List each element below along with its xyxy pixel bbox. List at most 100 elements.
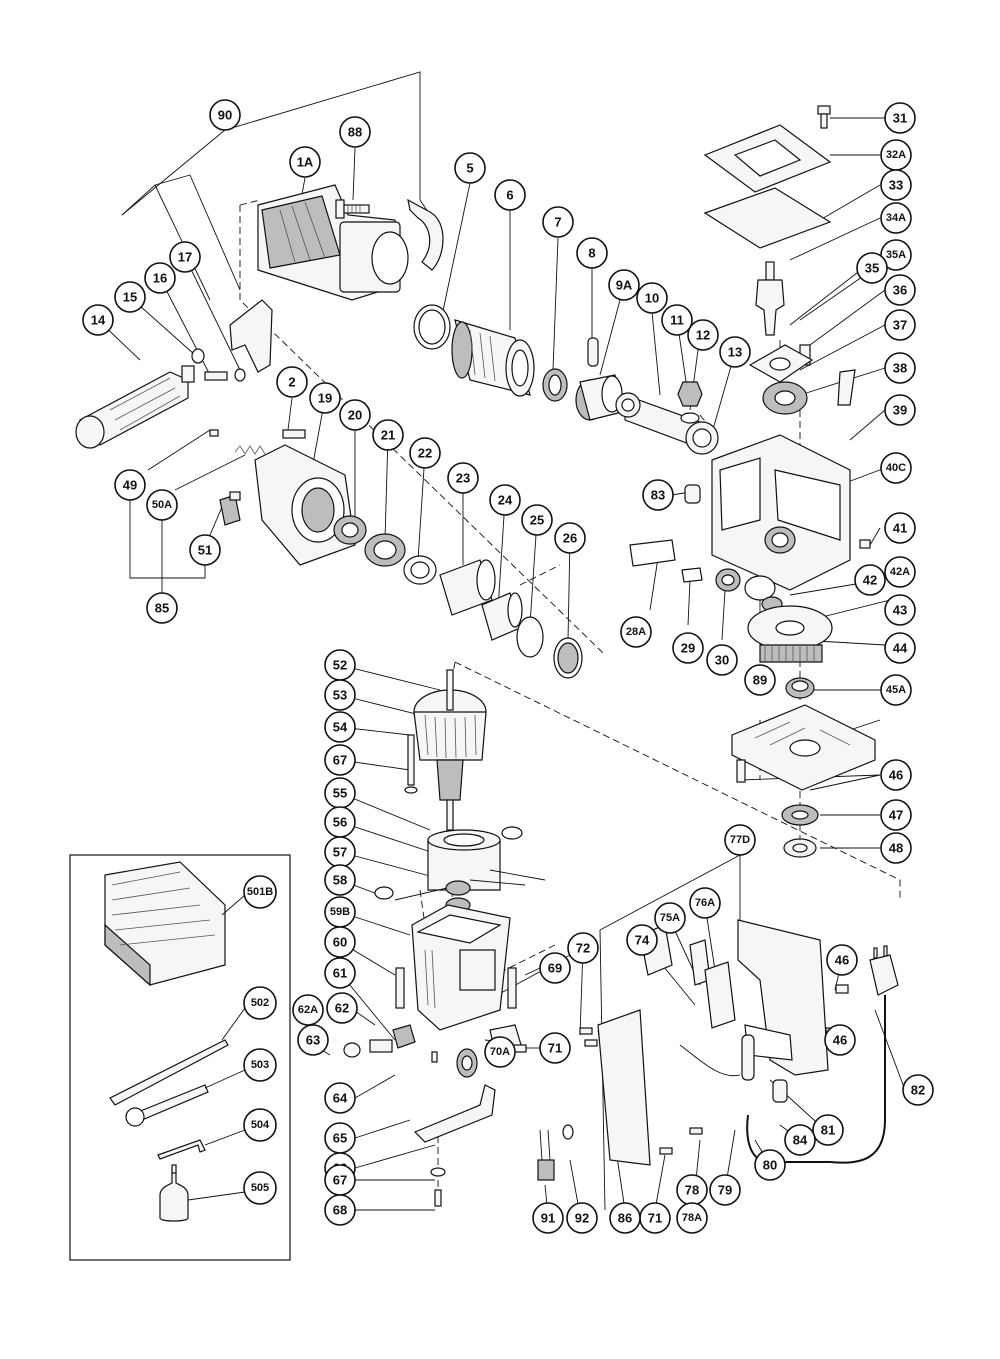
svg-text:68: 68 xyxy=(333,1203,347,1218)
cylinder-block-19-part xyxy=(254,444,356,566)
callout-46-mid: 46 xyxy=(826,944,858,976)
svg-text:64: 64 xyxy=(333,1091,348,1106)
svg-text:29: 29 xyxy=(681,641,695,656)
callout-67-top: 67 xyxy=(324,744,356,776)
gasket-33-part xyxy=(703,187,832,249)
callout-80: 80 xyxy=(754,1149,786,1181)
svg-text:59B: 59B xyxy=(330,906,350,918)
callout-83: 83 xyxy=(642,479,674,511)
callout-75A: 75A xyxy=(654,902,686,934)
svg-text:502: 502 xyxy=(251,997,269,1009)
callout-67-bottom: 67 xyxy=(324,1164,356,1196)
callout-91: 91 xyxy=(532,1202,564,1234)
svg-text:65: 65 xyxy=(333,1131,347,1146)
callout-2: 2 xyxy=(276,366,308,398)
svg-text:77D: 77D xyxy=(730,834,750,846)
svg-text:11: 11 xyxy=(670,313,684,328)
callout-19: 19 xyxy=(309,382,341,414)
callout-39: 39 xyxy=(884,394,916,426)
callout-82: 82 xyxy=(902,1074,934,1106)
svg-text:57: 57 xyxy=(333,845,347,860)
callout-9A: 9A xyxy=(608,269,640,301)
svg-text:10: 10 xyxy=(645,291,659,306)
callout-11: 11 xyxy=(661,304,693,336)
callout-21: 21 xyxy=(372,419,404,451)
svg-text:58: 58 xyxy=(333,873,347,888)
svg-text:33: 33 xyxy=(889,178,903,193)
svg-text:8: 8 xyxy=(588,246,595,261)
callout-34A: 34A xyxy=(880,202,912,234)
svg-text:67: 67 xyxy=(333,1173,347,1188)
callout-55: 55 xyxy=(324,777,356,809)
svg-text:78A: 78A xyxy=(682,1212,702,1224)
svg-text:60: 60 xyxy=(333,935,347,950)
svg-text:49: 49 xyxy=(123,478,137,493)
svg-text:52: 52 xyxy=(333,658,347,673)
svg-text:81: 81 xyxy=(821,1123,835,1138)
svg-text:12: 12 xyxy=(696,328,710,343)
callout-57: 57 xyxy=(324,836,356,868)
svg-text:504: 504 xyxy=(251,1119,270,1131)
callout-15: 15 xyxy=(114,281,146,313)
svg-text:503: 503 xyxy=(251,1059,269,1071)
armature-52-part xyxy=(413,669,487,831)
callout-62A: 62A xyxy=(292,994,324,1026)
svg-text:5: 5 xyxy=(466,161,473,176)
svg-text:35A: 35A xyxy=(886,249,906,261)
svg-text:42A: 42A xyxy=(890,566,910,578)
svg-text:9A: 9A xyxy=(616,278,633,293)
oil-bottle-505-part xyxy=(159,1164,189,1222)
svg-text:7: 7 xyxy=(554,215,561,230)
svg-text:16: 16 xyxy=(153,271,167,286)
svg-text:50A: 50A xyxy=(152,499,172,511)
chisel-502-part xyxy=(109,1039,229,1106)
callout-14: 14 xyxy=(82,304,114,336)
accessory-leaders xyxy=(187,894,246,1201)
callout-71-mid: 71 xyxy=(539,1032,571,1064)
callout-54: 54 xyxy=(324,711,356,743)
callout-26: 26 xyxy=(554,522,586,554)
svg-text:36: 36 xyxy=(893,283,907,298)
callout-50A: 50A xyxy=(146,489,178,521)
svg-text:46: 46 xyxy=(833,1033,847,1048)
svg-text:46: 46 xyxy=(889,768,903,783)
svg-text:22: 22 xyxy=(418,446,432,461)
svg-text:19: 19 xyxy=(318,391,332,406)
svg-text:69: 69 xyxy=(548,961,562,976)
callout-71-bottom: 71 xyxy=(639,1202,671,1234)
svg-text:39: 39 xyxy=(893,403,907,418)
callout-7: 7 xyxy=(542,206,574,238)
svg-text:79: 79 xyxy=(718,1183,732,1198)
svg-text:88: 88 xyxy=(348,125,362,140)
part-drawings xyxy=(75,105,899,1207)
power-cord-82-part xyxy=(746,945,899,1164)
callout-38: 38 xyxy=(884,352,916,384)
svg-text:6: 6 xyxy=(506,188,513,203)
svg-text:21: 21 xyxy=(381,428,395,443)
svg-text:15: 15 xyxy=(123,290,137,305)
svg-text:82: 82 xyxy=(911,1083,925,1098)
callout-44: 44 xyxy=(884,632,916,664)
callout-28A: 28A xyxy=(620,616,652,648)
svg-text:71: 71 xyxy=(548,1041,562,1056)
svg-text:62A: 62A xyxy=(298,1004,318,1016)
stator-55-part xyxy=(427,829,501,891)
svg-text:44: 44 xyxy=(893,641,908,656)
callout-42: 42 xyxy=(854,564,886,596)
callout-49: 49 xyxy=(114,469,146,501)
callout-20: 20 xyxy=(339,399,371,431)
svg-text:13: 13 xyxy=(728,345,742,360)
svg-text:80: 80 xyxy=(763,1158,777,1173)
cylinder-housing-part xyxy=(257,184,409,301)
callout-37: 37 xyxy=(884,309,916,341)
svg-text:74: 74 xyxy=(635,933,650,948)
svg-text:72: 72 xyxy=(576,941,590,956)
base-45A-part xyxy=(731,704,876,791)
callout-60: 60 xyxy=(324,926,356,958)
callout-8: 8 xyxy=(576,237,608,269)
svg-text:505: 505 xyxy=(251,1182,269,1194)
callout-72: 72 xyxy=(567,932,599,964)
hex-key-504-part xyxy=(157,1139,206,1160)
callout-17: 17 xyxy=(169,241,201,273)
callout-12: 12 xyxy=(687,319,719,351)
